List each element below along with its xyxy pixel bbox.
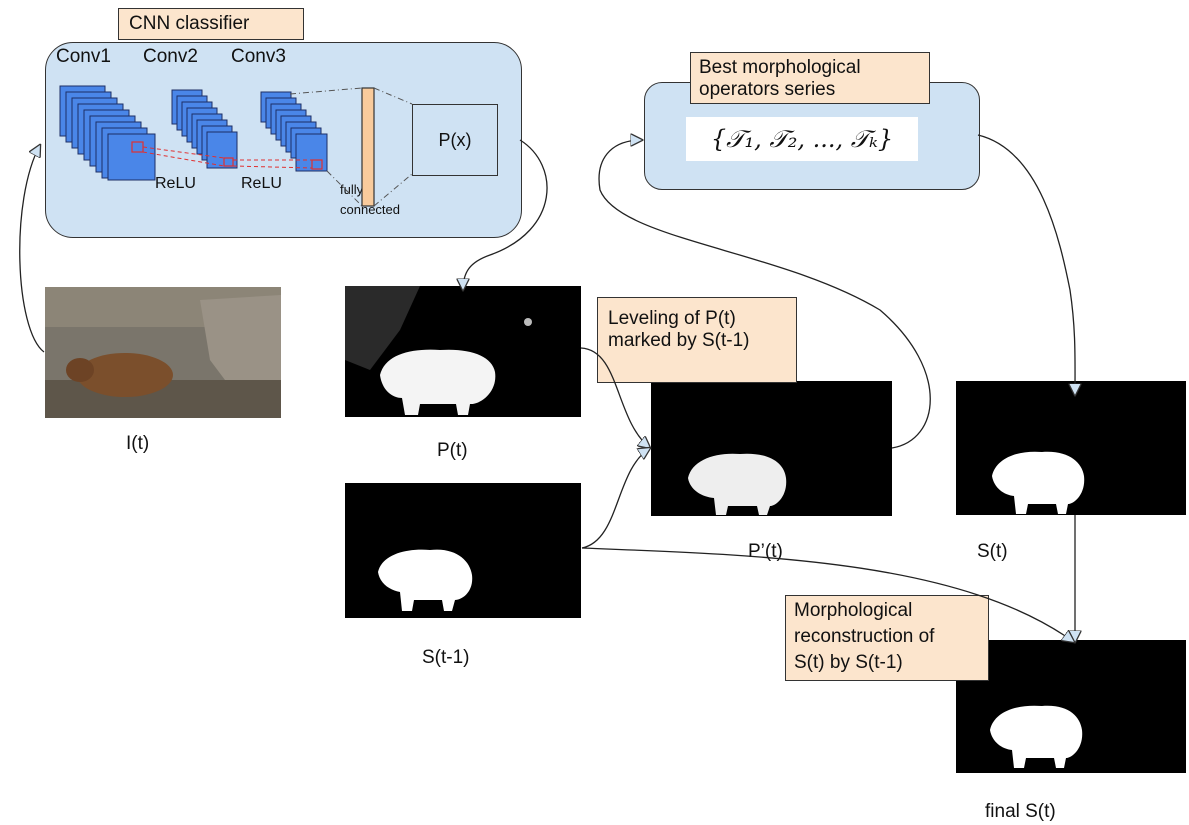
leveled-mask [688, 453, 787, 515]
input-caption: I(t) [126, 433, 150, 454]
relu-label-2: ReLU [241, 175, 282, 192]
prob-caption: P(t) [437, 440, 468, 461]
conv3-feature-maps [260, 91, 328, 172]
seg-caption: S(t) [977, 541, 1008, 562]
conv1-label: Conv1 [56, 46, 111, 67]
leveling-note: Leveling of P(t) marked by S(t-1) [597, 297, 797, 383]
prev-seg-caption: S(t-1) [422, 647, 470, 668]
prob-map-blob [380, 349, 496, 415]
final-seg-mask [990, 705, 1083, 768]
bear-photo [45, 287, 281, 418]
conv1-feature-maps [59, 85, 156, 181]
relu-label-1: ReLU [155, 175, 196, 192]
fc-label-1: fully [340, 182, 364, 197]
cnn-title: CNN classifier [118, 8, 304, 40]
prev-seg-mask [378, 549, 473, 611]
seg-mask [992, 451, 1085, 514]
conv2-feature-maps [171, 89, 238, 169]
operators-formula: {𝒯₁, 𝒯₂, ..., 𝒯ₖ} [686, 117, 918, 161]
output-label: P(x) [438, 129, 472, 150]
reconstruction-note: Morphological reconstruction of S(t) by … [785, 595, 989, 681]
operators-title: Best morphological operators series [690, 52, 930, 104]
conv2-label: Conv2 [143, 46, 198, 67]
final-caption: final S(t) [985, 801, 1056, 822]
output-box: P(x) [412, 104, 498, 176]
conv3-label: Conv3 [231, 46, 286, 67]
fc-label-2: connected [340, 202, 400, 217]
fc-layer-bar [361, 87, 375, 207]
